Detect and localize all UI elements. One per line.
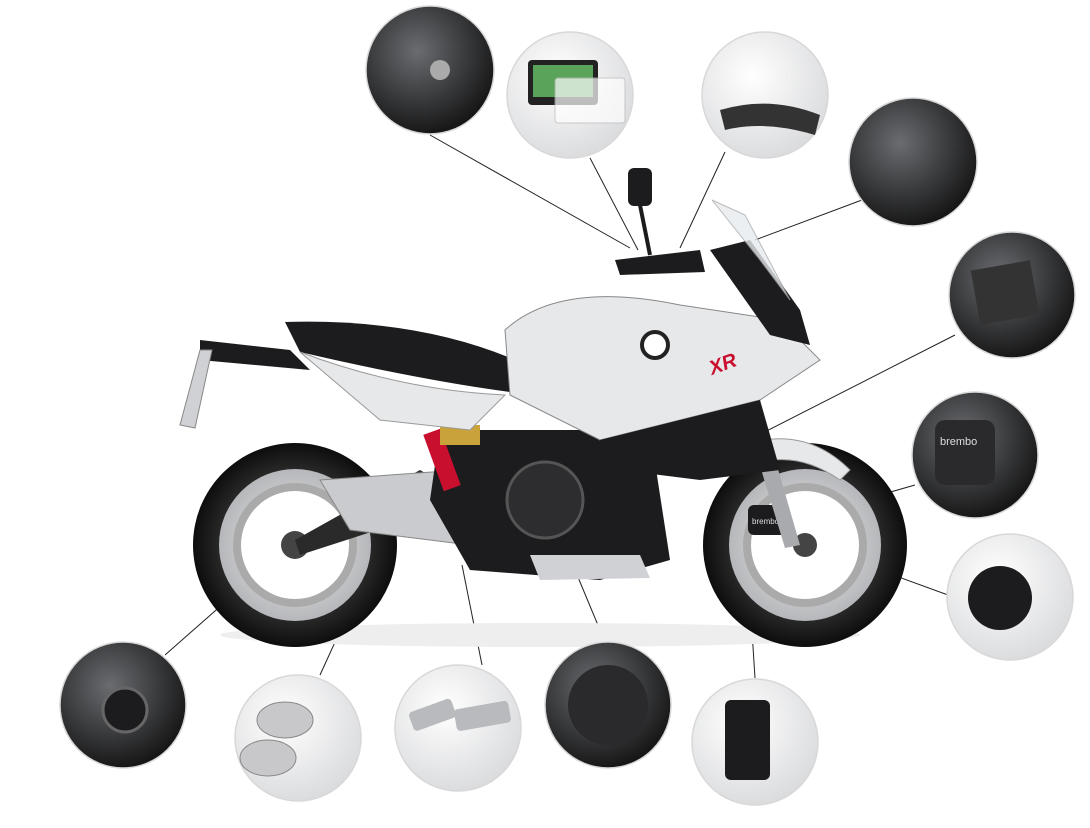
callout-footpeg-lowering[interactable] <box>234 674 362 802</box>
front-caliper-brand: brembo <box>752 517 780 526</box>
callout-hand-guard[interactable] <box>701 31 829 159</box>
callout-windshield-bracket[interactable] <box>848 97 978 227</box>
callout-caliper-brand: brembo <box>940 436 977 448</box>
rear-wheel <box>193 443 397 647</box>
front-wheel: brembo <box>703 443 907 647</box>
motorcycle: brembo XR <box>179 168 907 647</box>
brand-roundel <box>640 330 670 360</box>
